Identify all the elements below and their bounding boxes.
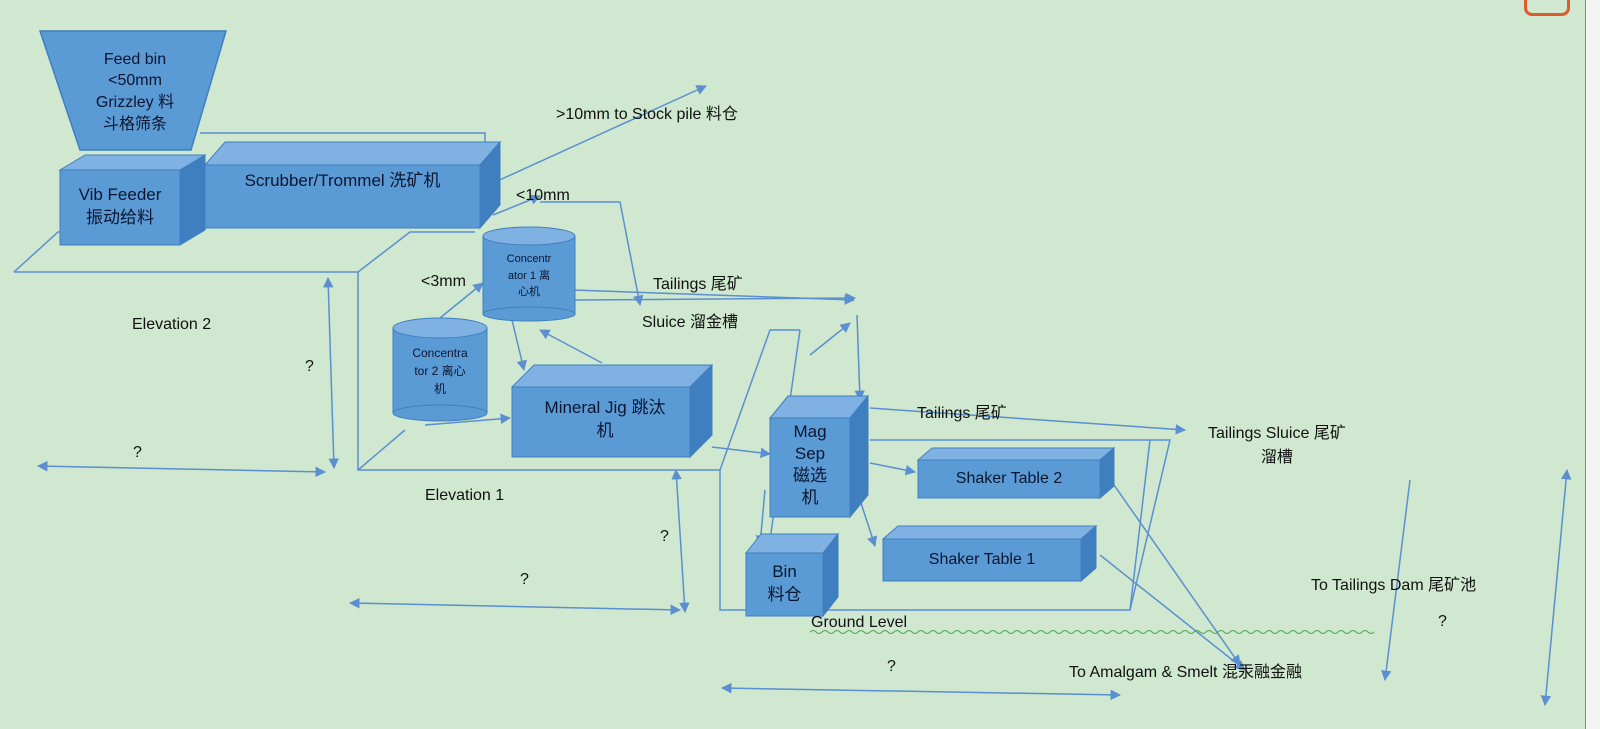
- concentrator-1-label: Concentr ator 1 离 心机: [506, 253, 552, 299]
- mag-sep-box: [768, 394, 870, 519]
- bin-box: [744, 532, 840, 618]
- ground-level-label: Ground Level: [811, 614, 908, 631]
- concentrator-2-label: Concentra tor 2 离心 机: [412, 346, 468, 396]
- feed-bin-hopper: [38, 30, 228, 151]
- shaker-table-1-label: Shaker Table 1: [928, 551, 1036, 569]
- mag-sep-label: Mag Sep 磁选 机: [793, 421, 827, 508]
- scrubber-box: [203, 140, 502, 230]
- stock-pile-label: >10mm to Stock pile 料仓: [556, 106, 738, 123]
- question-mark-elev2: ?: [305, 358, 314, 375]
- mineral-jig-box: [510, 363, 714, 459]
- dimension-arrows: [36, 276, 1572, 707]
- elevation-1-label: Elevation 1: [425, 487, 505, 504]
- elevation-lines: [13, 132, 1171, 611]
- shaker-table-2-label: Shaker Table 2: [955, 470, 1063, 488]
- elevation-2-label: Elevation 2: [132, 316, 212, 333]
- mineral-jig-label: Mineral Jig 跳汰 机: [544, 398, 666, 440]
- lt10mm-label: <10mm: [516, 187, 570, 204]
- corner-logo-icon: [1524, 0, 1570, 16]
- question-mark-mid-width: ?: [520, 571, 529, 588]
- question-mark-ground: ?: [1438, 613, 1447, 630]
- sluice-label: Sluice 溜金槽: [642, 314, 739, 331]
- bin-label: Bin 料仓: [767, 562, 802, 604]
- lt3mm-label: <3mm: [421, 273, 466, 290]
- shaker-table-2-box: [916, 446, 1116, 500]
- flow-arrows: [424, 85, 1411, 682]
- question-mark-upper-width: ?: [133, 444, 142, 461]
- tailings-dam-label: To Tailings Dam 尾矿池: [1311, 577, 1477, 594]
- concentrator-1-cylinder: [482, 226, 576, 322]
- vib-feeder-label: Vib Feeder 振动给料: [78, 185, 162, 227]
- tailings-top-label: Tailings 尾矿: [653, 276, 743, 293]
- question-mark-lower-width: ?: [887, 658, 896, 675]
- shaker-table-1-box: [881, 524, 1098, 583]
- amalgam-smelt-label: To Amalgam & Smelt 混汞融金融: [1069, 664, 1302, 681]
- window-edge-strip: [1585, 0, 1600, 729]
- concentrator-2-cylinder: [392, 317, 488, 422]
- tailings-sluice-label: Tailings Sluice 尾矿 溜槽: [1208, 425, 1346, 466]
- scrubber-label: Scrubber/Trommel 洗矿机: [244, 170, 441, 190]
- tailings-mid-label: Tailings 尾矿: [917, 405, 1007, 422]
- question-mark-elev1: ?: [660, 528, 669, 545]
- feed-bin-label: Feed bin <50mm Grizzley 料 斗格筛条: [95, 50, 175, 133]
- ground-level-line: [809, 630, 1375, 634]
- vib-feeder-box: [58, 154, 207, 246]
